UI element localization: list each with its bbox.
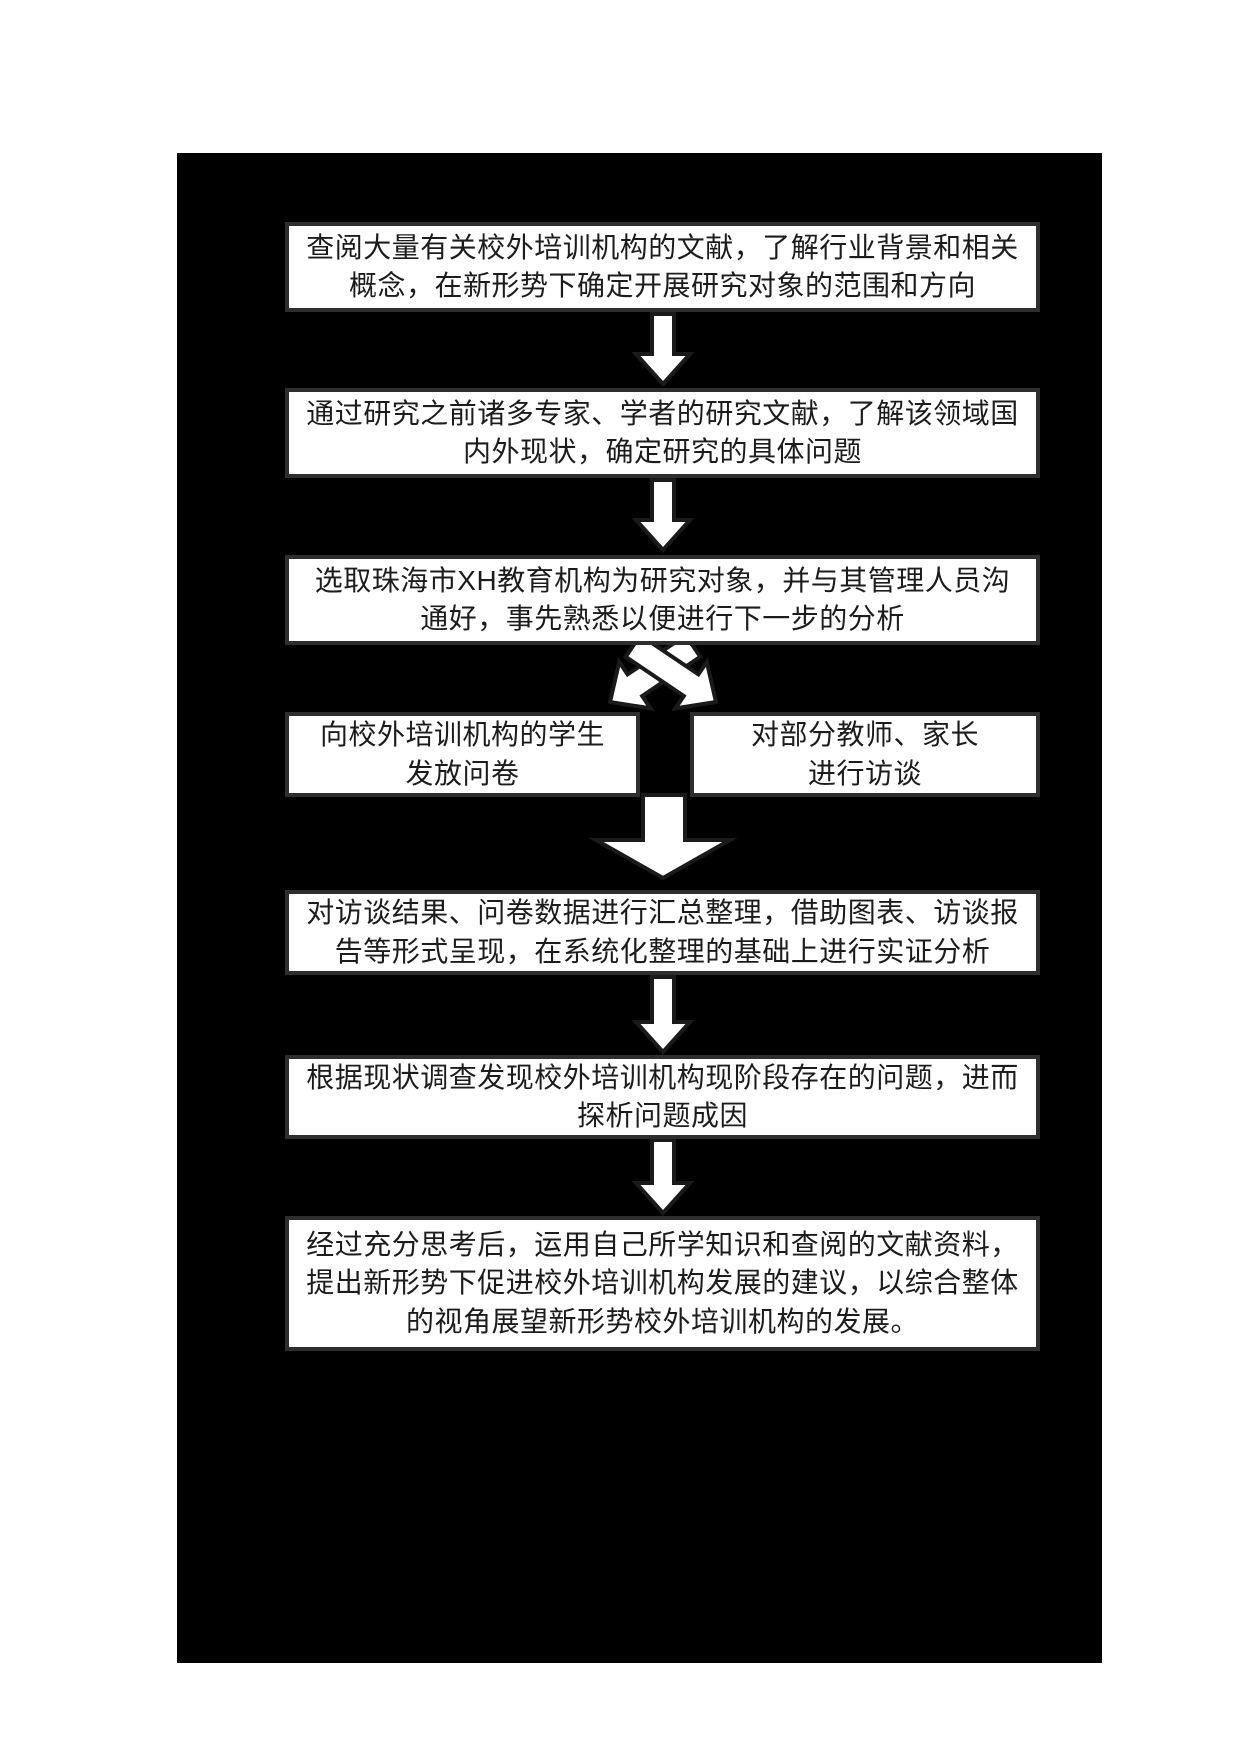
flow-step-2: 通过研究之前诸多专家、学者的研究文献，了解该领域国 内外现状，确定研究的具体问题 [285,388,1040,478]
flow-step-1: 查阅大量有关校外培训机构的文献，了解行业背景和相关 概念，在新形势下确定开展研究… [285,222,1040,312]
flow-step-7: 经过充分思考后，运用自己所学知识和查阅的文献资料， 提出新形势下促进校外培训机构… [285,1216,1040,1351]
flow-step-4a: 向校外培训机构的学生 发放问卷 [285,712,640,797]
flow-connectors [588,312,738,1216]
flow-step-5: 对访谈结果、问卷数据进行汇总整理，借助图表、访谈报 告等形式呈现，在系统化整理的… [285,890,1040,975]
flow-step-3: 选取珠海市XH教育机构为研究对象，并与其管理人员沟 通好，事先熟悉以便进行下一步… [285,555,1040,645]
flow-step-4b: 对部分教师、家长 进行访谈 [690,712,1040,797]
wide-down-arrow-icon [588,793,738,881]
down-arrow-icon [631,1138,695,1216]
flowchart-panel: 查阅大量有关校外培训机构的文献，了解行业背景和相关 概念，在新形势下确定开展研究… [177,153,1102,1663]
diagonal-down-right-arrow-icon [622,632,719,712]
flow-step-6: 根据现状调查发现校外培训机构现阶段存在的问题，进而 探析问题成因 [285,1055,1040,1139]
down-arrow-icon [631,975,695,1055]
down-arrow-icon [631,478,695,553]
down-arrow-icon [631,312,695,387]
